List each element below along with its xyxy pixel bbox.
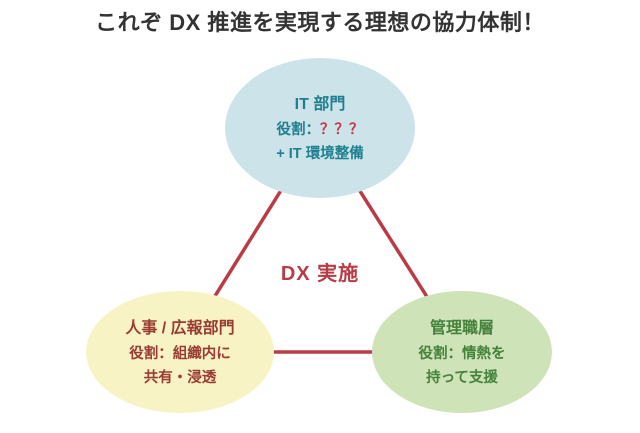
node-it-role: 役割：？？？ [277,119,364,143]
node-mgmt-title: 管理職層 [429,319,494,337]
page-title: これぞ DX 推進を実現する理想の協力体制！ [95,10,545,35]
node-it-role-line2: + IT 環境整備 [276,145,364,162]
node-hr-role-line1: 役割：組織内に [129,345,231,362]
node-hr-title: 人事 / 広報部門 [125,319,235,337]
node-hr-role-line2: 共有・浸透 [143,369,217,386]
node-mgmt-role-line1: 役割：情熱を [418,345,506,362]
node-it-department: IT 部門 役割：？？？ + IT 環境整備 [225,58,415,198]
node-it-role-unknown: ？？？ [320,121,364,138]
node-it-role-prefix: 役割： [276,121,321,138]
node-it-title: IT 部門 [294,95,346,113]
center-label-dx: DX 実施 [280,263,360,285]
node-hr-pr-department: 人事 / 広報部門 役割：組織内に 共有・浸透 [86,291,274,413]
node-management-layer: 管理職層 役割：情熱を 持って支援 [372,291,552,413]
node-mgmt-role-line2: 持って支援 [426,369,498,386]
